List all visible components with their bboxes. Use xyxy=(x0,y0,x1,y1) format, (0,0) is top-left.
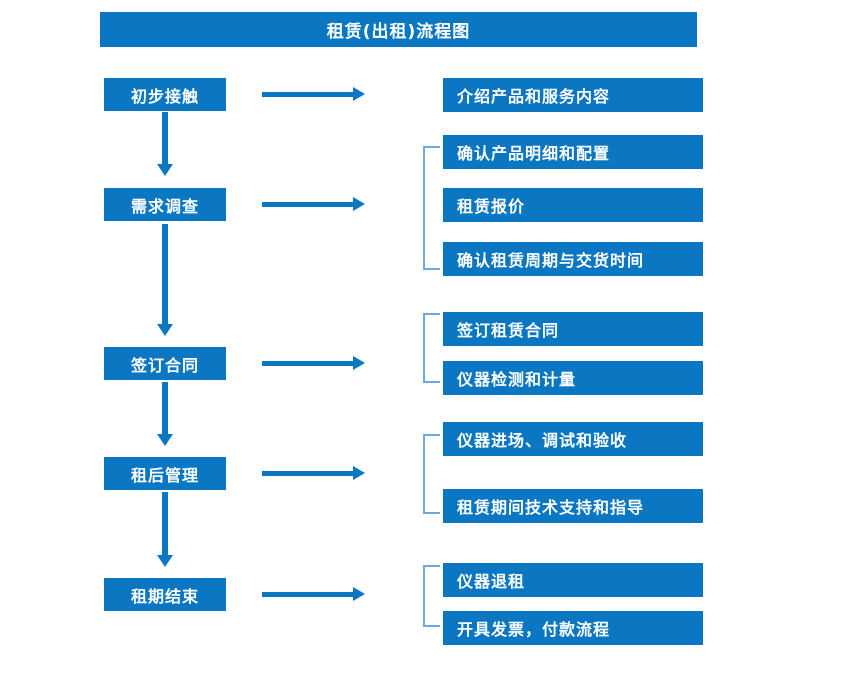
arrow-head xyxy=(353,587,365,601)
stage-label: 签订合同 xyxy=(130,355,199,375)
arrow-shaft xyxy=(162,492,168,555)
arrow-shaft xyxy=(262,361,354,366)
stage-box-requirement-survey[interactable]: 需求调查 xyxy=(104,188,226,221)
detail-box-instrument-entry-debug-acceptance[interactable]: 仪器进场、调试和验收 xyxy=(443,422,703,456)
stage-box-lease-end[interactable]: 租期结束 xyxy=(104,578,226,611)
group-bracket-requirement-survey xyxy=(423,146,440,270)
arrow-shaft xyxy=(262,202,354,207)
group-bracket-lease-end xyxy=(423,565,440,627)
horizontal-arrow-stage-2 xyxy=(262,197,365,211)
arrow-head xyxy=(353,197,365,211)
stage-label: 初步接触 xyxy=(130,86,199,106)
detail-box-rental-quotation[interactable]: 租赁报价 xyxy=(443,188,703,222)
page-title: 租赁(出租)流程图 xyxy=(100,12,697,47)
group-bracket-sign-contract xyxy=(423,313,440,383)
horizontal-arrow-stage-5 xyxy=(262,587,365,601)
detail-label: 确认租赁周期与交货时间 xyxy=(457,251,645,270)
detail-label: 租赁报价 xyxy=(457,197,526,216)
stage-box-initial-contact[interactable]: 初步接触 xyxy=(104,78,226,111)
arrow-head xyxy=(353,356,365,370)
detail-label: 开具发票，付款流程 xyxy=(457,620,611,639)
arrow-shaft xyxy=(262,471,354,476)
arrow-head xyxy=(157,324,173,336)
arrow-shaft xyxy=(162,224,168,324)
detail-box-sign-lease-contract[interactable]: 签订租赁合同 xyxy=(443,312,703,346)
horizontal-arrow-stage-1 xyxy=(262,87,365,101)
detail-box-confirm-product-details[interactable]: 确认产品明细和配置 xyxy=(443,135,703,169)
detail-box-introduce-products[interactable]: 介绍产品和服务内容 xyxy=(443,78,703,112)
vertical-arrow-3-to-4 xyxy=(157,382,173,446)
detail-box-instrument-return[interactable]: 仪器退租 xyxy=(443,563,703,597)
arrow-shaft xyxy=(162,112,168,164)
vertical-arrow-4-to-5 xyxy=(157,492,173,567)
stage-label: 租后管理 xyxy=(130,465,199,485)
arrow-shaft xyxy=(262,92,354,97)
stage-box-sign-contract[interactable]: 签订合同 xyxy=(104,347,226,380)
horizontal-arrow-stage-4 xyxy=(262,466,365,480)
arrow-head xyxy=(353,87,365,101)
arrow-head xyxy=(157,434,173,446)
detail-label: 租赁期间技术支持和指导 xyxy=(457,498,645,517)
stage-label: 租期结束 xyxy=(130,586,199,606)
detail-box-instrument-inspection-metering[interactable]: 仪器检测和计量 xyxy=(443,361,703,395)
detail-label: 仪器退租 xyxy=(457,572,526,591)
detail-box-confirm-lease-period-delivery[interactable]: 确认租赁周期与交货时间 xyxy=(443,242,703,276)
arrow-head xyxy=(157,164,173,176)
arrow-shaft xyxy=(262,592,354,597)
detail-label: 签订租赁合同 xyxy=(457,321,560,340)
detail-label: 确认产品明细和配置 xyxy=(457,144,611,163)
detail-box-technical-support-during-lease[interactable]: 租赁期间技术支持和指导 xyxy=(443,489,703,523)
stage-box-post-rental-management[interactable]: 租后管理 xyxy=(104,457,226,490)
detail-label: 介绍产品和服务内容 xyxy=(457,87,611,106)
detail-label: 仪器检测和计量 xyxy=(457,370,577,389)
vertical-arrow-2-to-3 xyxy=(157,224,173,336)
vertical-arrow-1-to-2 xyxy=(157,112,173,176)
stage-label: 需求调查 xyxy=(130,196,199,216)
arrow-head xyxy=(157,555,173,567)
horizontal-arrow-stage-3 xyxy=(262,356,365,370)
arrow-head xyxy=(353,466,365,480)
group-bracket-post-rental-management xyxy=(423,434,440,514)
arrow-shaft xyxy=(162,382,168,434)
detail-label: 仪器进场、调试和验收 xyxy=(457,431,628,450)
detail-box-invoice-payment-process[interactable]: 开具发票，付款流程 xyxy=(443,611,703,645)
